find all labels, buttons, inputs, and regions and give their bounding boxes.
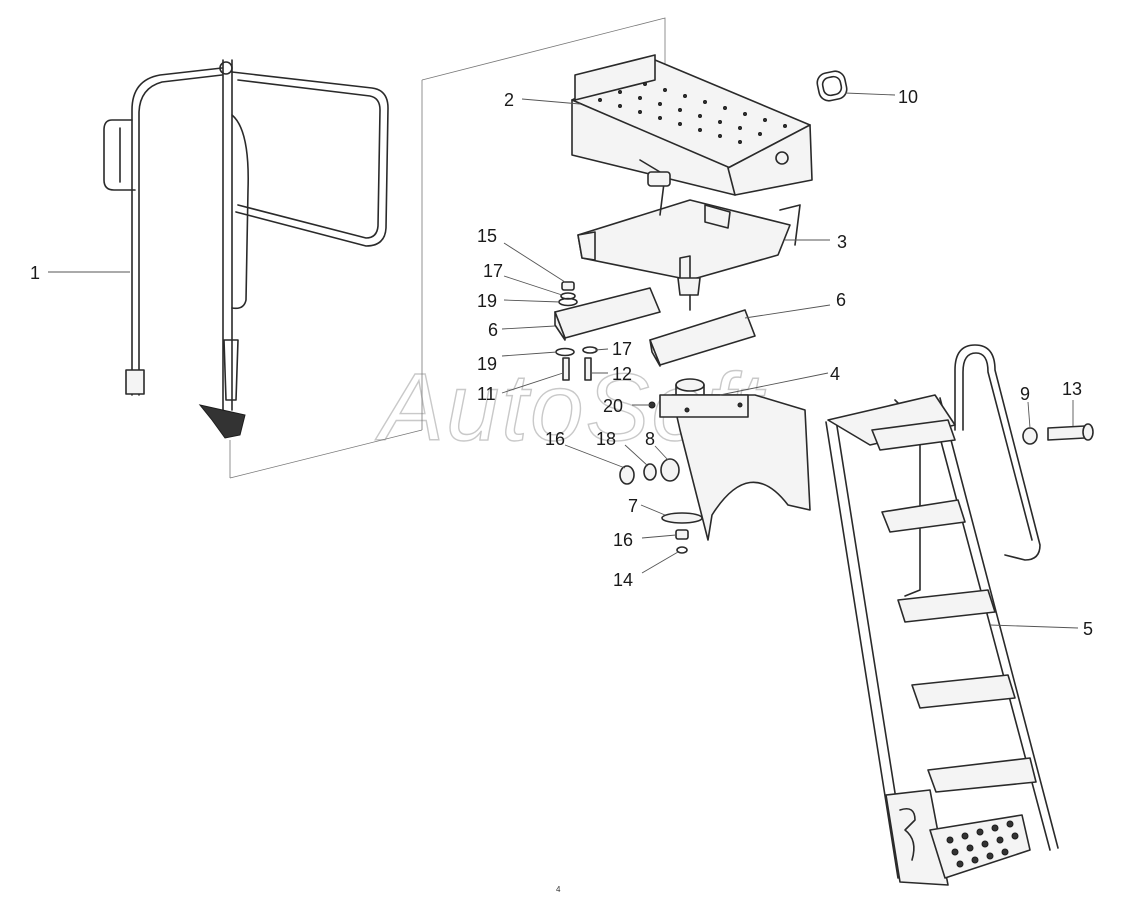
- grommet-part-10: [816, 70, 848, 102]
- support-bracket-part-3: [577, 159, 801, 311]
- washer-part-9: [1022, 427, 1038, 445]
- callout-17b: 17: [612, 339, 632, 359]
- platform-part-2: [571, 54, 813, 196]
- callout-16a: 16: [545, 429, 565, 449]
- fasteners-bottom-group: [619, 401, 703, 554]
- callout-13: 13: [1062, 379, 1082, 399]
- callout-19a: 19: [477, 291, 497, 311]
- callout-15: 15: [477, 226, 497, 246]
- callout-20: 20: [603, 396, 623, 416]
- handrail-part-1: [103, 59, 389, 439]
- callout-6b: 6: [836, 290, 846, 310]
- callout-11: 11: [477, 384, 496, 404]
- callout-9: 9: [1020, 384, 1030, 404]
- page-number: 4: [556, 885, 561, 894]
- channel-part-6a: [554, 287, 661, 341]
- callout-10: 10: [898, 87, 918, 107]
- callout-18: 18: [596, 429, 616, 449]
- callout-labels: 1 2 3 4 5 6 6 7 8 9 10 11 12 13 14 15 16…: [30, 87, 1093, 639]
- ladder-part-5: [825, 344, 1059, 886]
- callout-4: 4: [830, 364, 840, 384]
- callout-2: 2: [504, 90, 514, 110]
- callout-6a: 6: [488, 320, 498, 340]
- callout-19b: 19: [477, 354, 497, 374]
- callout-17a: 17: [483, 261, 503, 281]
- leg-support-part-4: [659, 378, 811, 541]
- callout-7: 7: [628, 496, 638, 516]
- callout-8: 8: [645, 429, 655, 449]
- callout-14: 14: [613, 570, 633, 590]
- callout-5: 5: [1083, 619, 1093, 639]
- callout-16b: 16: [613, 530, 633, 550]
- pin-part-13: [1047, 423, 1094, 441]
- channel-part-6b: [649, 309, 756, 367]
- callout-3: 3: [837, 232, 847, 252]
- callout-1: 1: [30, 263, 40, 283]
- callout-12: 12: [612, 364, 632, 384]
- leader-lines: [48, 92, 1079, 629]
